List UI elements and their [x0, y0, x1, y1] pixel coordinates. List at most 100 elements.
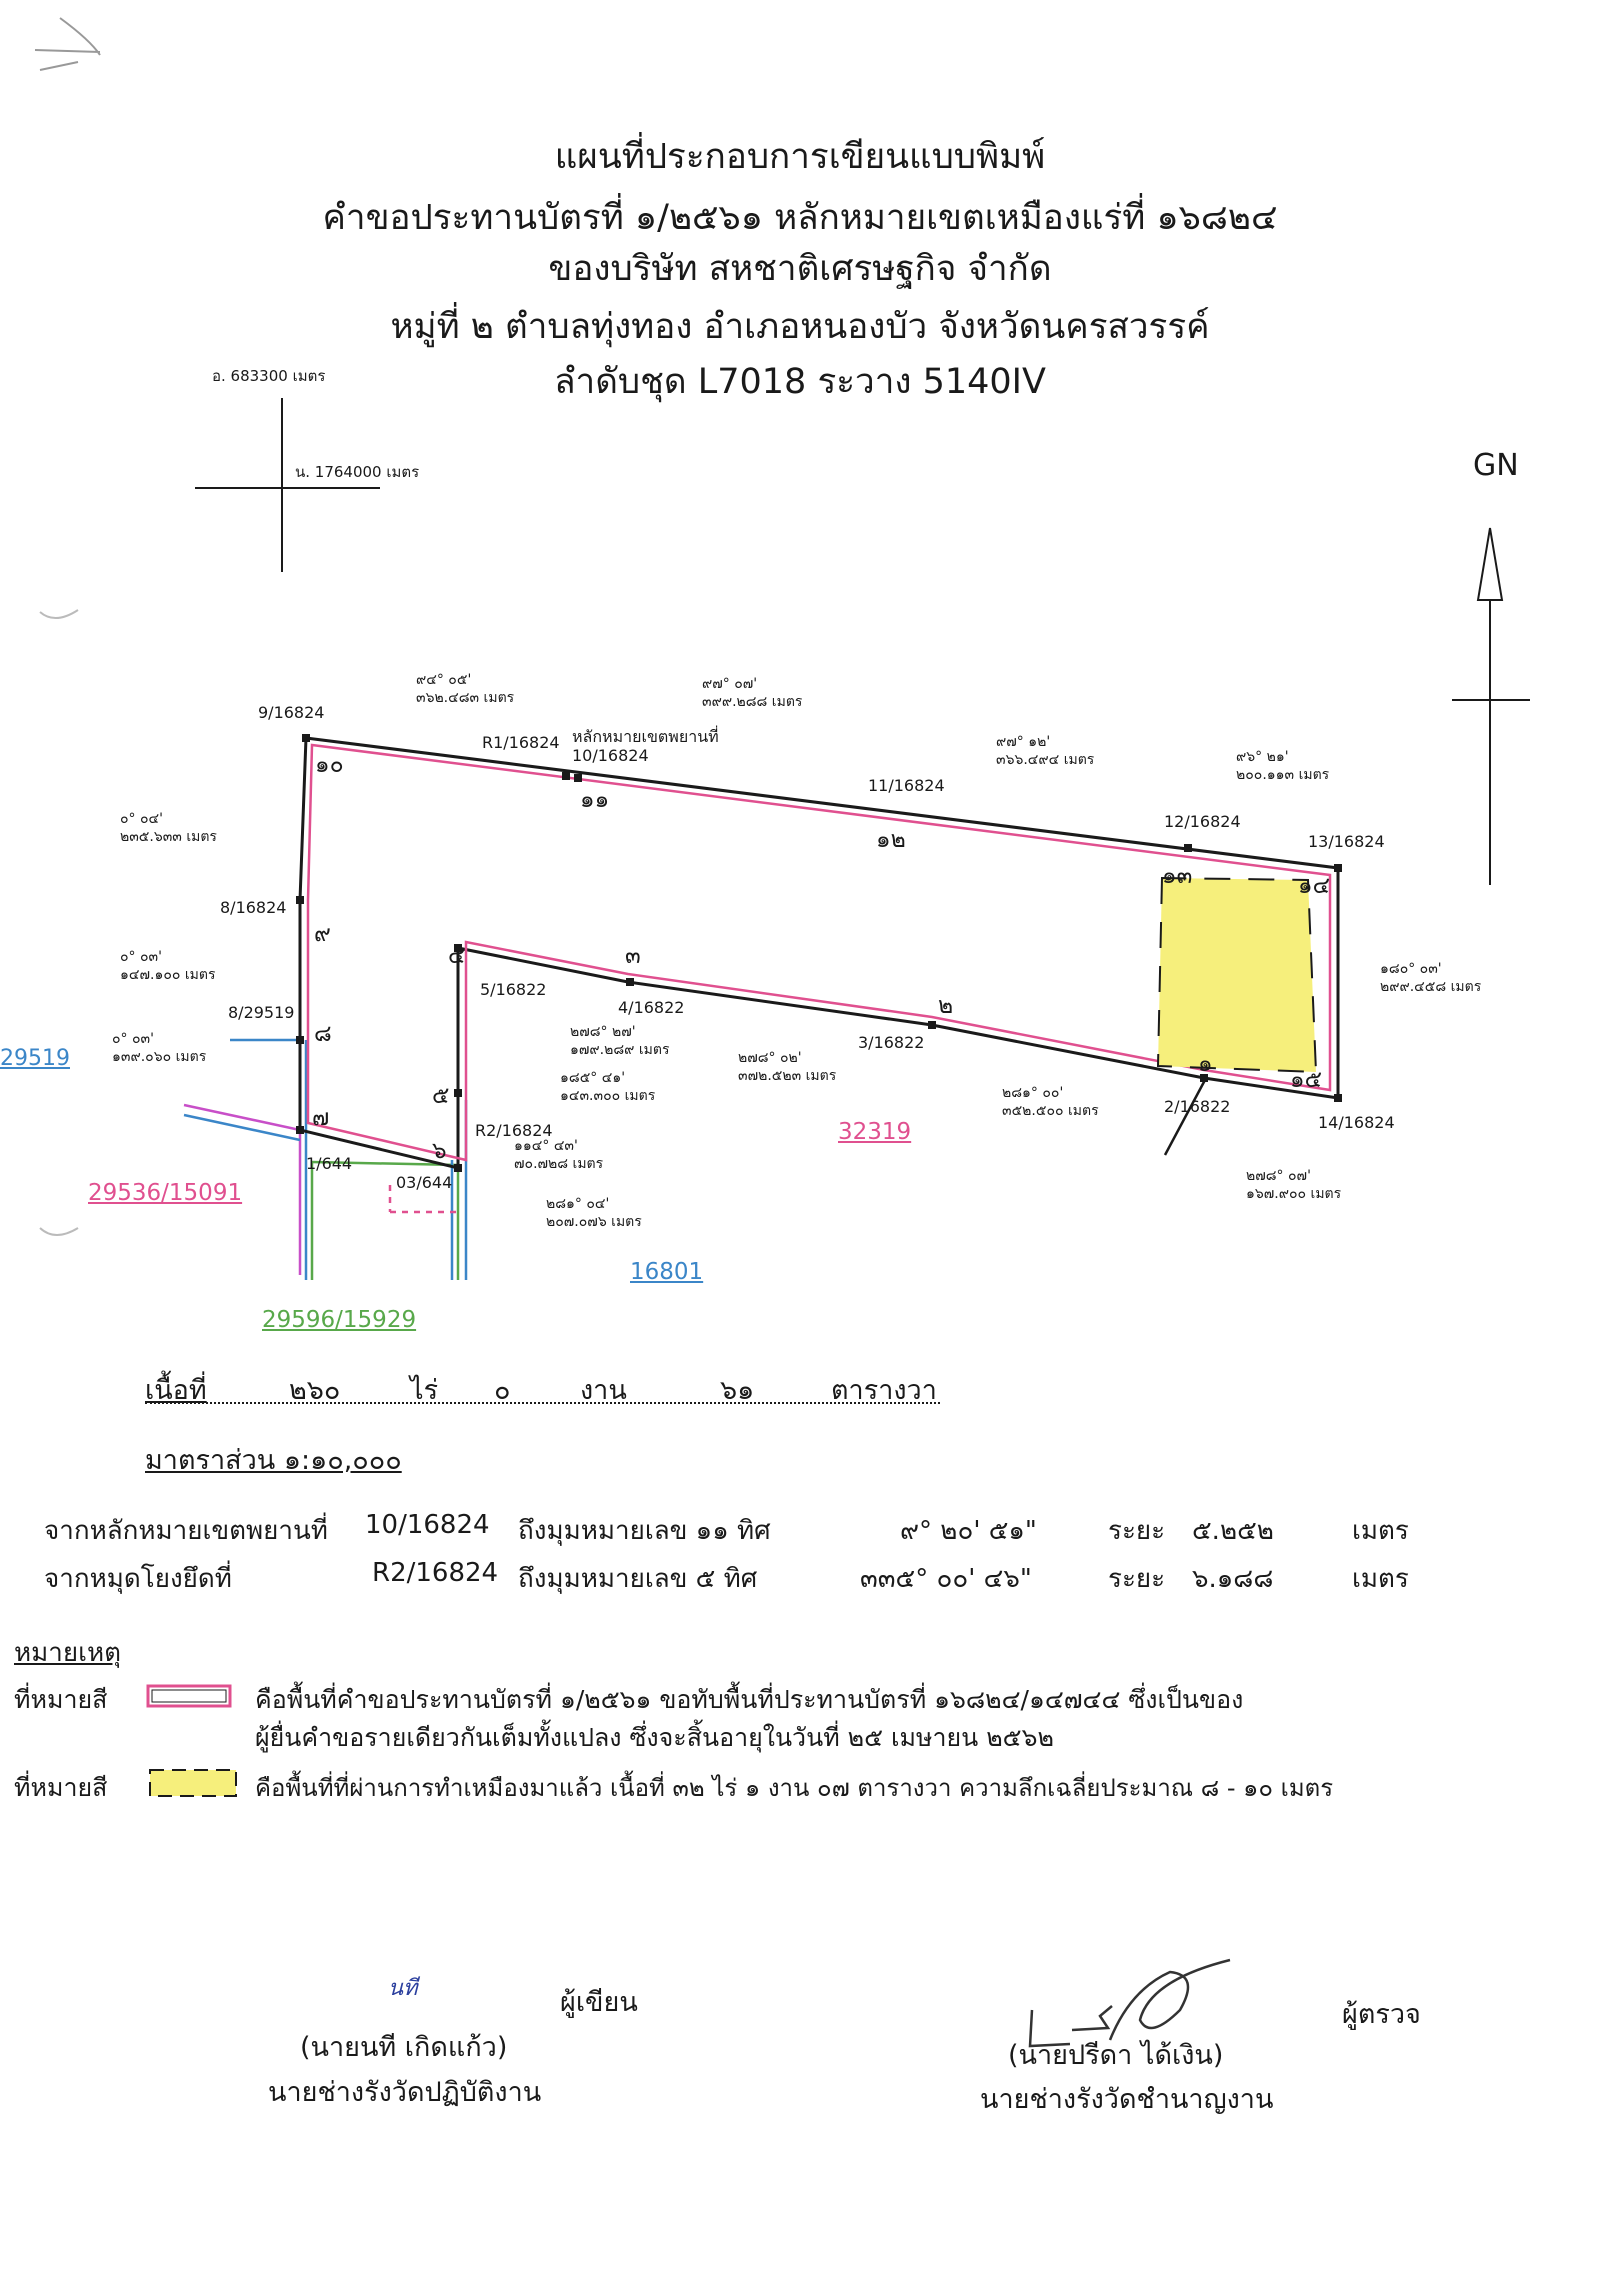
legend-heading: หมายเหตุ [14, 1638, 122, 1668]
bearing-label: ๒๗๘° ๐๗'๑๖๗.๙๐๐ เมตร [1246, 1168, 1342, 1202]
area-ngan: ๐ [494, 1375, 511, 1406]
title-line-3: ของบริษัท สหชาติเศรษฐกิจ จำกัด [548, 249, 1052, 289]
corner-number-1: ๑ [1198, 1051, 1213, 1077]
legend-item2-label: ที่หมายสี [14, 1773, 108, 1802]
corner-number-9: ๙ [314, 921, 331, 947]
legend-swatch-concession [146, 1684, 232, 1708]
tie-bearing: ๓๓๕° ๐๐' ๔๖" [860, 1564, 1032, 1594]
marker-label-2-16822: 2/16822 [1164, 1097, 1231, 1116]
marker-label-1-644: 1/644 [306, 1154, 353, 1173]
north-arrow [1452, 527, 1530, 885]
marker-label-14-16824: 14/16824 [1318, 1113, 1395, 1132]
scale-label: มาตราส่วน ๑:๑๐,๐๐๐ [145, 1445, 402, 1476]
bearing-label: ๑๘๕° ๔๑'๑๔๓.๓๐๐ เมตร [560, 1070, 656, 1104]
corner-number-8: ๘ [314, 1021, 332, 1047]
bearing-label: ๒๘๑° ๐๔'๒๐๗.๐๗๖ เมตร [546, 1196, 642, 1230]
title-line-2: คำขอประทานบัตรที่ ๑/๒๕๖๑ หลักหมายเขตเหมื… [322, 198, 1278, 238]
area-rai: ๒๖๐ [289, 1375, 341, 1406]
bearing-label: ๐° ๐๓'๑๔๗.๑๐๐ เมตร [120, 949, 216, 983]
parcel-29536-15091: 29536/15091 [88, 1180, 243, 1206]
writer-title: นายช่างรังวัดปฏิบัติงาน [268, 2077, 542, 2108]
area-label: เนื้อที่ [145, 1375, 207, 1406]
corner-number-4: ๔ [448, 943, 466, 969]
corner-number-10: ๑๐ [315, 752, 344, 778]
boundary-markers [296, 734, 1342, 1172]
marker-label-13-16824: 13/16824 [1308, 832, 1385, 851]
checker-title: นายช่างรังวัดชำนาญงาน [980, 2084, 1274, 2115]
tie-from: จากหมุดโยงยึดที่ [44, 1564, 232, 1594]
scan-mark [34, 17, 101, 71]
marker-label-03-644: 03/644 [396, 1173, 453, 1192]
legend-swatch-mined [149, 1769, 237, 1797]
corner-number-2: ๒ [938, 993, 954, 1019]
bearing-label: ๐° ๐๓'๑๓๙.๐๖๐ เมตร [112, 1031, 207, 1065]
corner-number-11: ๑๑ [580, 787, 610, 813]
marker-label-r2: R2/16824 [475, 1121, 553, 1140]
bearing-label: ๐° ๐๔'๒๓๕.๖๓๓ เมตร [120, 811, 217, 845]
area-line: เนื้อที่ ๒๖๐ ไร่ ๐ งาน ๖๑ ตารางวา [145, 1368, 940, 1406]
marker-label-8-16824: 8/16824 [220, 898, 287, 917]
tie-unit: เมตร [1352, 1564, 1409, 1594]
bearing-label: ๙๗° ๑๒'๓๖๖.๔๙๔ เมตร [996, 734, 1095, 768]
tie-row-1: จากหลักหมายเขตพยานที่ 10/16824 ถึงมุมหมา… [0, 1510, 1600, 1550]
writer-role: ผู้เขียน [560, 1987, 638, 2018]
punch-hole-mark [39, 1227, 79, 1236]
tie-bearing: ๙° ๒๐' ๕๑" [900, 1516, 1037, 1546]
marker-label-9-16824: 9/16824 [258, 703, 325, 722]
northing-label: น. 1764000 เมตร [295, 463, 420, 481]
tie-to: ถึงมุมหมายเลข ๑๑ ทิศ [518, 1516, 771, 1546]
corner-number-5: ๕ [432, 1083, 450, 1109]
parcel-29519: 29519 [0, 1046, 70, 1071]
easting-label: อ. 683300 เมตร [212, 367, 326, 385]
corner-number-12: ๑๒ [876, 827, 906, 853]
mined-area [1156, 876, 1318, 1074]
marker-label-5-16822: 5/16822 [480, 980, 547, 999]
bearing-label: ๑๘๐° ๐๓'๒๙๙.๔๕๘ เมตร [1380, 961, 1482, 995]
area-wa: ๖๑ [720, 1375, 755, 1406]
punch-hole-mark [39, 609, 79, 619]
bearing-label: ๙๔° ๐๕'๓๖๒.๔๘๓ เมตร [416, 672, 515, 706]
title-line-5: ลำดับชุด L7018 ระวาง 5140IV [554, 362, 1046, 402]
parcel-29596-15929: 29596/15929 [262, 1307, 417, 1333]
writer-name: (นายนที เกิดแก้ว) [300, 2032, 508, 2063]
parcel-32319: 32319 [838, 1119, 912, 1145]
tie-to: ถึงมุมหมายเลข ๕ ทิศ [518, 1564, 758, 1594]
bearing-label: ๑๑๔° ๔๓'๗๐.๗๒๘ เมตร [514, 1138, 604, 1172]
tie-distance: ๖.๑๘๘ [1192, 1564, 1274, 1594]
tie-mark: 10/16824 [365, 1510, 490, 1540]
tie-mark: R2/16824 [372, 1558, 499, 1588]
corner-number-6: ๖ [432, 1138, 447, 1164]
bearing-label: ๒๘๑° ๐๐'๓๕๒.๕๐๐ เมตร [1002, 1085, 1099, 1119]
corner-number-3: ๓ [625, 943, 641, 969]
witness-title: หลักหมายเขตพยานที่ [572, 727, 719, 746]
marker-label-r1: R1/16824 [482, 733, 560, 752]
legend-item1-label: ที่หมายสี [14, 1685, 108, 1714]
tie-row-2: จากหมุดโยงยึดที่ R2/16824 ถึงมุมหมายเลข … [0, 1558, 1600, 1598]
tie-from: จากหลักหมายเขตพยานที่ [44, 1516, 328, 1546]
area-ngan-unit: งาน [580, 1375, 627, 1406]
north-label: GN [1473, 448, 1519, 483]
parcel-16801: 16801 [630, 1259, 704, 1285]
marker-label-4-16822: 4/16822 [618, 998, 685, 1017]
bearing-label: ๒๗๘° ๒๗'๑๗๙.๒๘๙ เมตร [570, 1024, 670, 1058]
concession-pink-outline [306, 743, 1332, 1162]
legend-item2-text: คือพื้นที่ที่ผ่านการทำเหมืองมาแล้ว เนื้อ… [255, 1774, 1334, 1802]
corner-number-7: ๗ [312, 1105, 330, 1131]
tie-unit: เมตร [1352, 1516, 1409, 1546]
checker-signature [1028, 1958, 1231, 2048]
tie-distance-label: ระยะ [1108, 1564, 1166, 1594]
corner-number-15: ๑๕ [1290, 1067, 1323, 1093]
tie-distance-label: ระยะ [1108, 1516, 1166, 1546]
checker-role: ผู้ตรวจ [1342, 1999, 1421, 2030]
legend-item1-line2: ผู้ยื่นคำขอรายเดียวกันเต็มทั้งแปลง ซึ่งจ… [255, 1723, 1054, 1752]
bearing-label: ๙๖° ๒๑'๒๐๐.๑๑๓ เมตร [1236, 749, 1330, 783]
marker-label-11-16824: 11/16824 [868, 776, 945, 795]
title-line-1: แผนที่ประกอบการเขียนแบบพิมพ์ [554, 137, 1046, 177]
legend-item1-line1: คือพื้นที่คำขอประทานบัตรที่ ๑/๒๕๖๑ ขอทับ… [255, 1685, 1244, 1714]
bearing-label: ๒๗๘° ๐๒'๓๗๒.๕๒๓ เมตร [738, 1050, 837, 1084]
marker-label-8-29519: 8/29519 [228, 1003, 295, 1022]
marker-label-3-16822: 3/16822 [858, 1033, 925, 1052]
writer-initial: นที [388, 1976, 418, 2001]
corner-number-13: ๑๓ [1162, 863, 1193, 889]
